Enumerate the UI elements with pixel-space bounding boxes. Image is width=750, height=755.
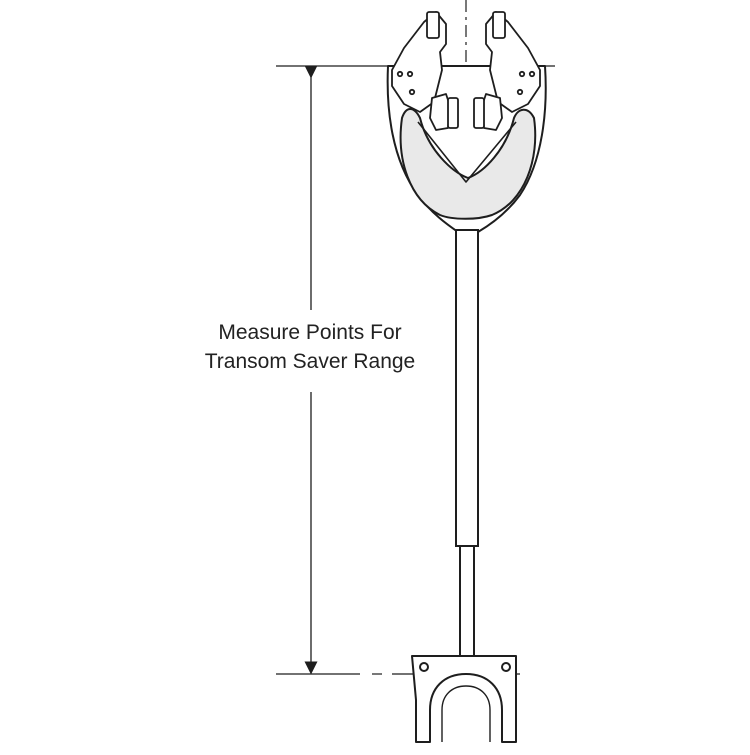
fork-body [411, 655, 517, 743]
label-line-1: Measure Points For [218, 321, 402, 344]
right-jaw-tooth [492, 11, 506, 39]
left-jaw-pad [447, 97, 459, 129]
left-rivet-low [408, 88, 416, 96]
yoke-cradle-pad [399, 108, 537, 220]
left-rivet-mid [406, 70, 414, 78]
right-jaw-grip [481, 93, 503, 131]
fork-inner-arc [441, 685, 491, 742]
left-clamp-jaw [391, 11, 459, 131]
telescoping-shaft [455, 229, 479, 661]
left-jaw-grip [429, 93, 451, 131]
right-jaw-pad [473, 97, 485, 129]
label-line-2: Transom Saver Range [204, 350, 416, 373]
outer-tube [455, 229, 479, 547]
right-rivet-mid [518, 70, 526, 78]
right-rivet-low [516, 88, 524, 96]
right-rivet-top [528, 70, 536, 78]
fork-left-hole [419, 662, 429, 672]
right-clamp-jaw [473, 11, 541, 131]
bottom-fork [411, 655, 517, 743]
left-jaw-tooth [426, 11, 440, 39]
fork-right-hole [501, 662, 511, 672]
inner-tube [459, 545, 475, 661]
left-rivet-top [396, 70, 404, 78]
cradle-v-line [417, 121, 517, 183]
measure-points-label: Measure Points For Transom Saver Range [150, 318, 470, 376]
